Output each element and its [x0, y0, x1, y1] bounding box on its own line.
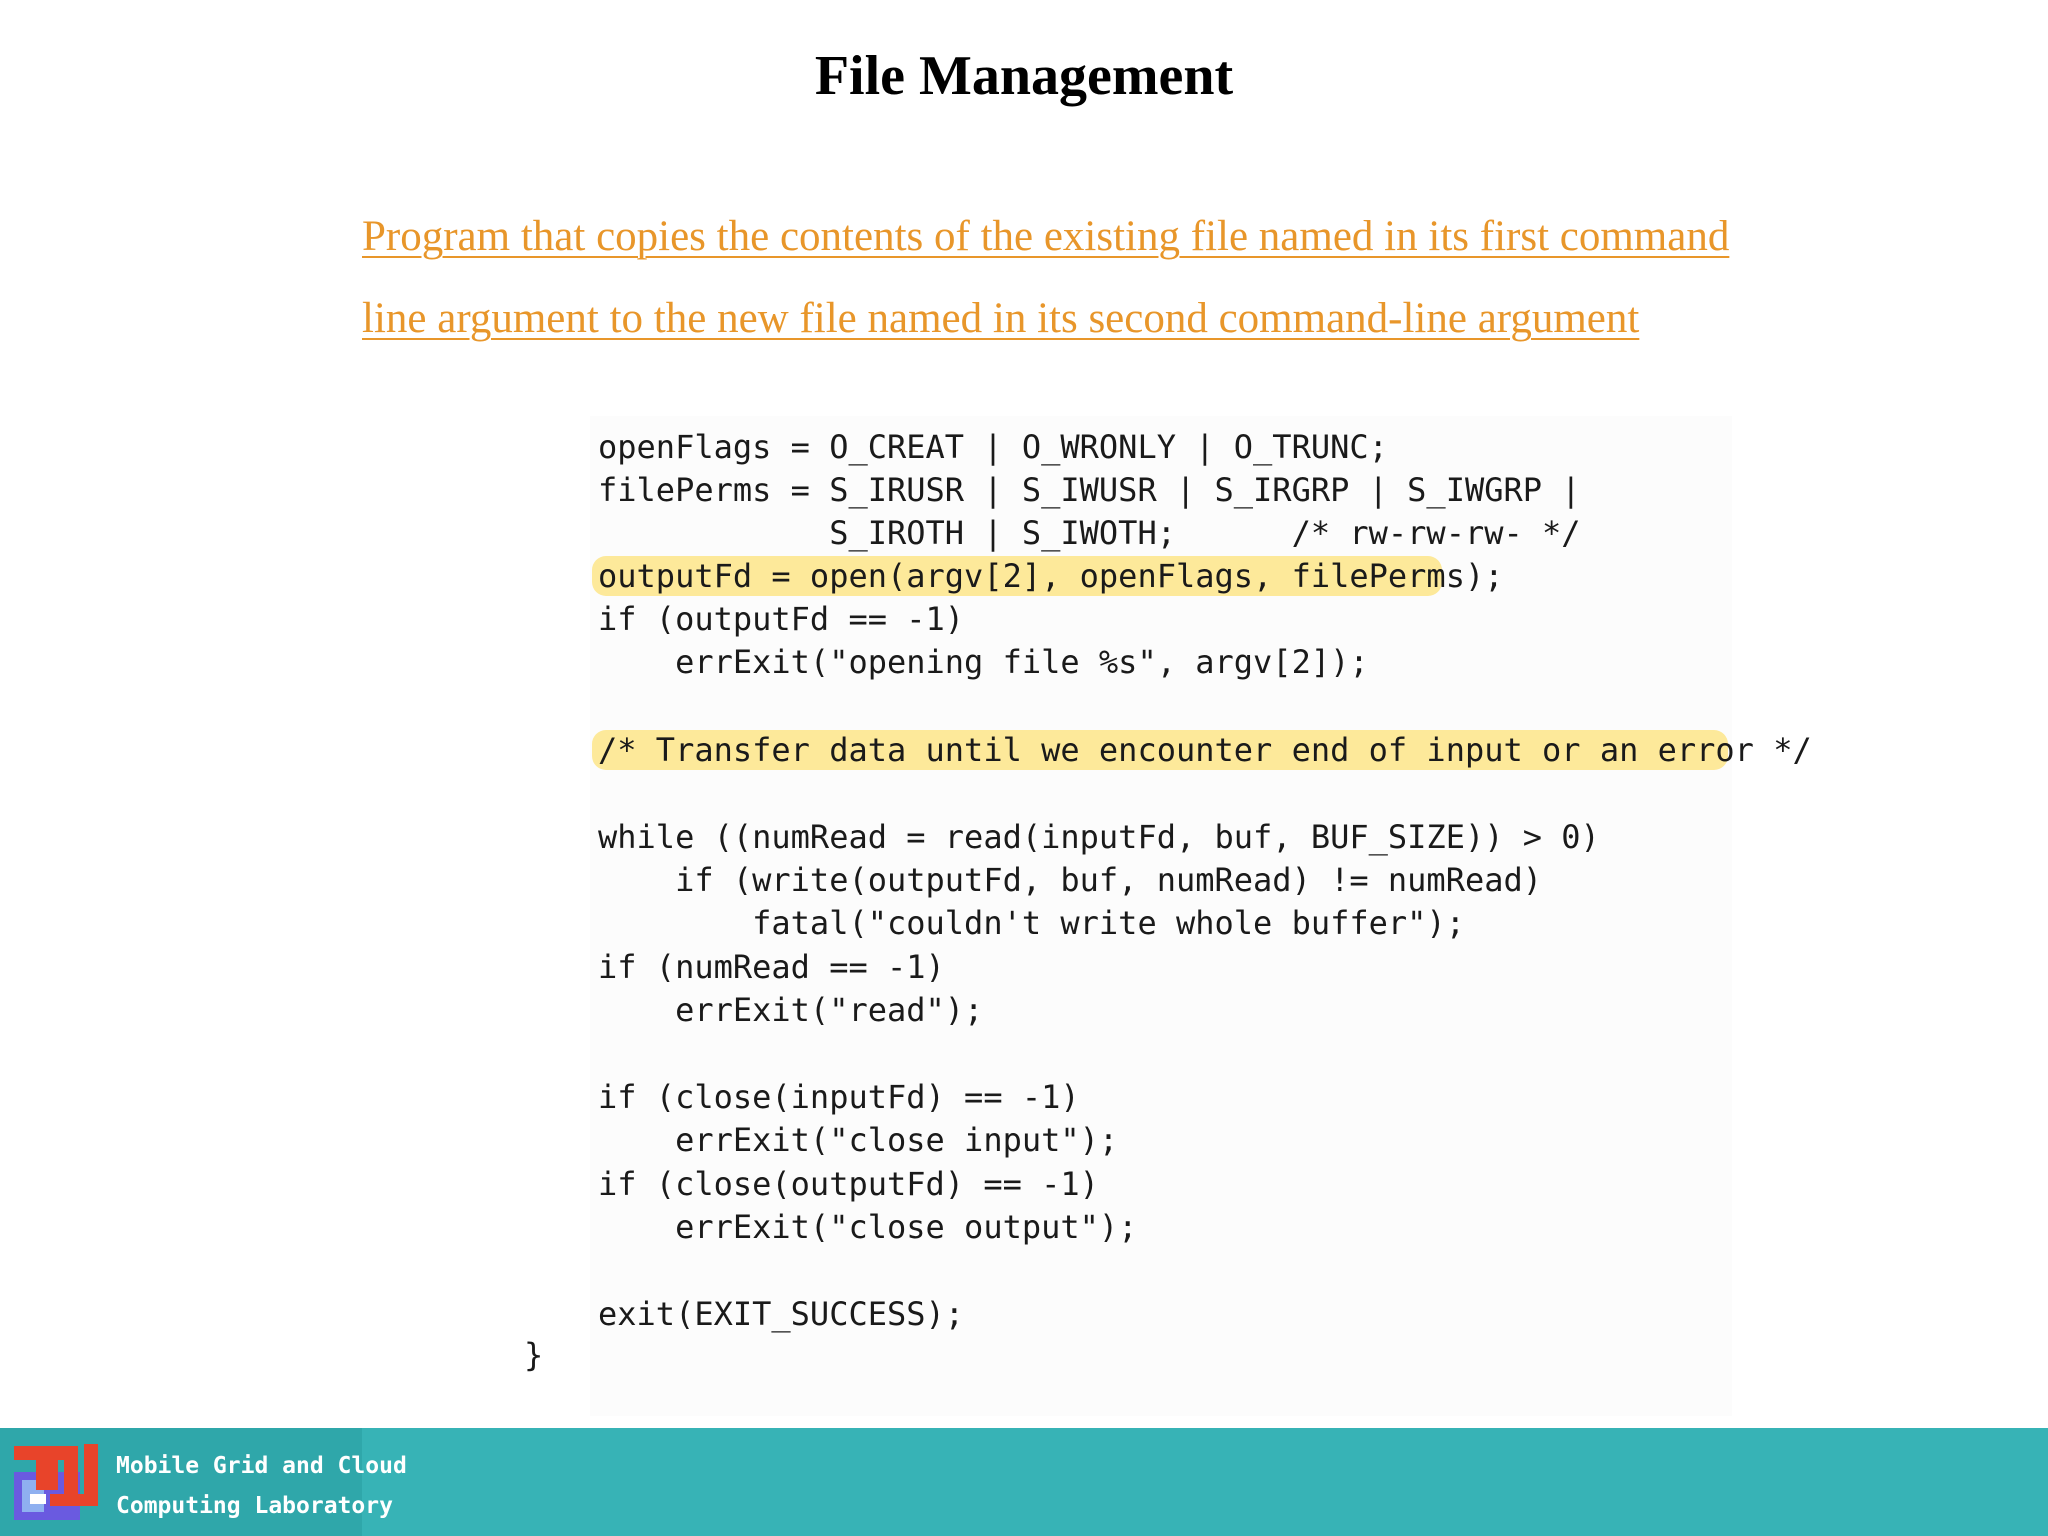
code-line: S_IROTH | S_IWOTH; /* rw-rw-rw- */ [598, 514, 1581, 552]
lab-logo-icon [14, 1444, 98, 1520]
slide-title: File Management [814, 45, 1234, 107]
code-line: errExit("read"); [598, 991, 984, 1029]
code-line: if (close(outputFd) == -1) [598, 1165, 1099, 1203]
footer-bar: Mobile Grid and Cloud Computing Laborato… [0, 1428, 2048, 1536]
closing-brace: } [524, 1336, 544, 1374]
lab-logo-box: Mobile Grid and Cloud Computing Laborato… [0, 1428, 407, 1536]
subtitle-line-2: line argument to the new file named in i… [362, 295, 1640, 342]
code-line: while ((numRead = read(inputFd, buf, BUF… [598, 818, 1600, 856]
code-line: if (close(inputFd) == -1) [598, 1078, 1080, 1116]
code-line: if (outputFd == -1) [598, 600, 965, 638]
slide-subtitle: Program that copies the contents of the … [362, 196, 1842, 360]
subtitle-line-1: Program that copies the contents of the … [362, 213, 1730, 260]
code-line: outputFd = open(argv[2], openFlags, file… [598, 557, 1504, 595]
code-line: filePerms = S_IRUSR | S_IWUSR | S_IRGRP … [598, 471, 1581, 509]
code-line: if (numRead == -1) [598, 948, 945, 986]
code-line: fatal("couldn't write whole buffer"); [598, 904, 1465, 942]
code-line: if (write(outputFd, buf, numRead) != num… [598, 861, 1543, 899]
highlight-open-call [592, 556, 1442, 596]
lab-name-line-2: Computing Laboratory [116, 1493, 393, 1519]
code-line: exit(EXIT_SUCCESS); [598, 1295, 965, 1333]
code-line: errExit("close output"); [598, 1208, 1138, 1246]
lab-name-line-1: Mobile Grid and Cloud [116, 1453, 407, 1479]
code-line: /* Transfer data until we encounter end … [598, 731, 1812, 769]
code-line: errExit("opening file %s", argv[2]); [598, 643, 1369, 681]
code-line: errExit("close input"); [598, 1121, 1119, 1159]
code-line: openFlags = O_CREAT | O_WRONLY | O_TRUNC… [598, 428, 1388, 466]
highlight-transfer-comment [592, 730, 1728, 770]
lab-name: Mobile Grid and Cloud Computing Laborato… [116, 1446, 407, 1526]
code-panel: openFlags = O_CREAT | O_WRONLY | O_TRUNC… [590, 416, 1812, 1416]
